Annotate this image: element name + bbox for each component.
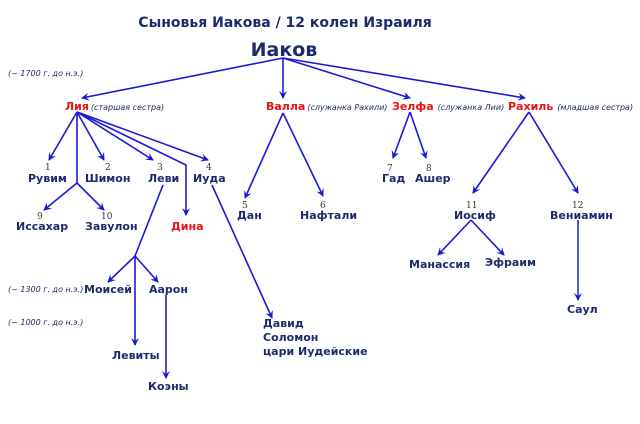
descendant-levites: Левиты [112, 349, 160, 362]
descendants: Моисей Аарон Левиты Коэны Манассия Эфраи… [84, 256, 598, 393]
son-number: 11 [466, 201, 477, 211]
son-number: 2 [105, 163, 111, 173]
era-label: (~ 1300 г. до н.э.) [8, 285, 83, 294]
son-name: Леви [148, 172, 179, 185]
wife-rachel: Рахиль(младшая сестра) [508, 100, 633, 113]
root-jacob: Иаков [251, 39, 318, 61]
son-name: Завулон [85, 220, 138, 233]
descendant-aaron: Аарон [149, 283, 188, 296]
son-number: 5 [242, 201, 248, 211]
son-number: 10 [101, 212, 113, 222]
wife-leah: Лия(старшая сестра) [65, 100, 164, 113]
son-name: Рувим [28, 172, 67, 185]
son-number: 1 [45, 163, 51, 173]
son-number: 6 [320, 201, 326, 211]
edges [43, 57, 582, 379]
daughter-dinah: Дина [171, 220, 204, 233]
son-name: Иуда [193, 172, 226, 185]
son-name: Иосиф [454, 209, 496, 222]
sons: 1 Рувим 2 Шимон 3 Леви 4 Иуда 5 Дан 6 На… [16, 163, 613, 233]
descendant-moses: Моисей [84, 283, 132, 296]
era-label: (~ 1000 г. до н.э.) [8, 318, 83, 327]
son-name: Гад [382, 172, 405, 185]
son-number: 4 [206, 163, 212, 173]
descendant-solomon: Соломон [263, 331, 318, 344]
son-name: Вениамин [550, 209, 613, 222]
son-number: 12 [572, 201, 583, 211]
descendant-ephraim: Эфраим [485, 256, 536, 269]
descendant-saul: Саул [567, 303, 598, 316]
descendant-kings: цари Иудейские [263, 345, 368, 358]
son-name: Нафтали [300, 209, 357, 222]
descendant-cohens: Коэны [148, 380, 189, 393]
son-name: Шимон [85, 172, 130, 185]
descendant-david: Давид [263, 317, 304, 330]
son-name: Ашер [415, 172, 451, 185]
descendant-manasseh: Манассия [409, 258, 470, 271]
son-name: Дан [237, 209, 262, 222]
wife-bilhah: Валла(служанка Рахили) [266, 100, 387, 113]
son-number: 7 [387, 164, 393, 174]
era-label: (~ 1700 г. до н.э.) [8, 69, 83, 78]
son-number: 8 [426, 164, 432, 174]
son-number: 3 [157, 163, 163, 173]
son-number: 9 [37, 212, 43, 222]
son-name: Иссахар [16, 220, 68, 233]
wife-zilpah: Зелфа(служанка Лии) [392, 100, 504, 113]
diagram-title: Сыновья Иакова / 12 колен Израиля [138, 15, 431, 31]
